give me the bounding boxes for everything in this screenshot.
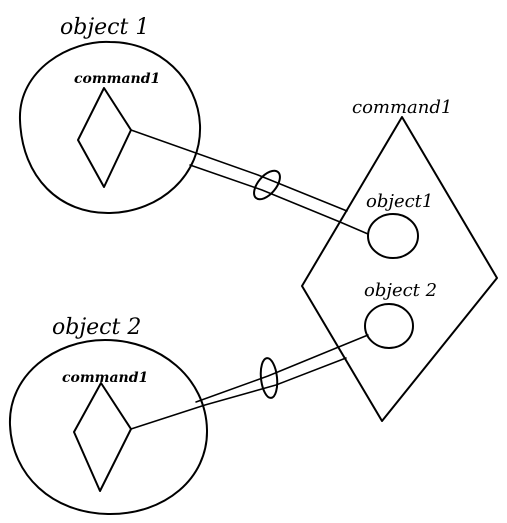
connector-2-ring	[259, 357, 279, 399]
object-2-node: object 2 command1	[8, 315, 209, 516]
command-1-diamond	[301, 116, 498, 422]
command-1-object-1-circle	[367, 213, 419, 259]
command-1-object-2-circle	[364, 303, 414, 349]
object-1-command-label: command1	[74, 71, 160, 87]
connector-object-1	[130, 129, 369, 235]
connector-object-2	[130, 334, 369, 430]
connector-2-line-upper	[195, 334, 369, 403]
object-1-circle	[18, 40, 202, 215]
object-2-circle	[8, 339, 209, 516]
command-1-object-2-label: object 2	[364, 280, 437, 301]
connector-1-line-lower	[189, 164, 369, 235]
connector-1-line-upper	[130, 129, 348, 212]
object-1-command-diamond	[77, 87, 132, 188]
connector-2-line-lower	[130, 357, 347, 430]
object-2-command-label: command1	[62, 370, 148, 386]
command-1-node: command1 object1 object 2	[301, 97, 498, 422]
command-1-object-1-label: object1	[366, 191, 433, 212]
connector-1-ring	[253, 169, 281, 201]
object-1-title: object 1	[60, 15, 149, 40]
command-1-title: command1	[352, 97, 452, 118]
object-2-command-diamond	[73, 382, 132, 492]
object-2-title: object 2	[52, 315, 141, 340]
object-1-node: object 1 command1	[18, 15, 202, 215]
